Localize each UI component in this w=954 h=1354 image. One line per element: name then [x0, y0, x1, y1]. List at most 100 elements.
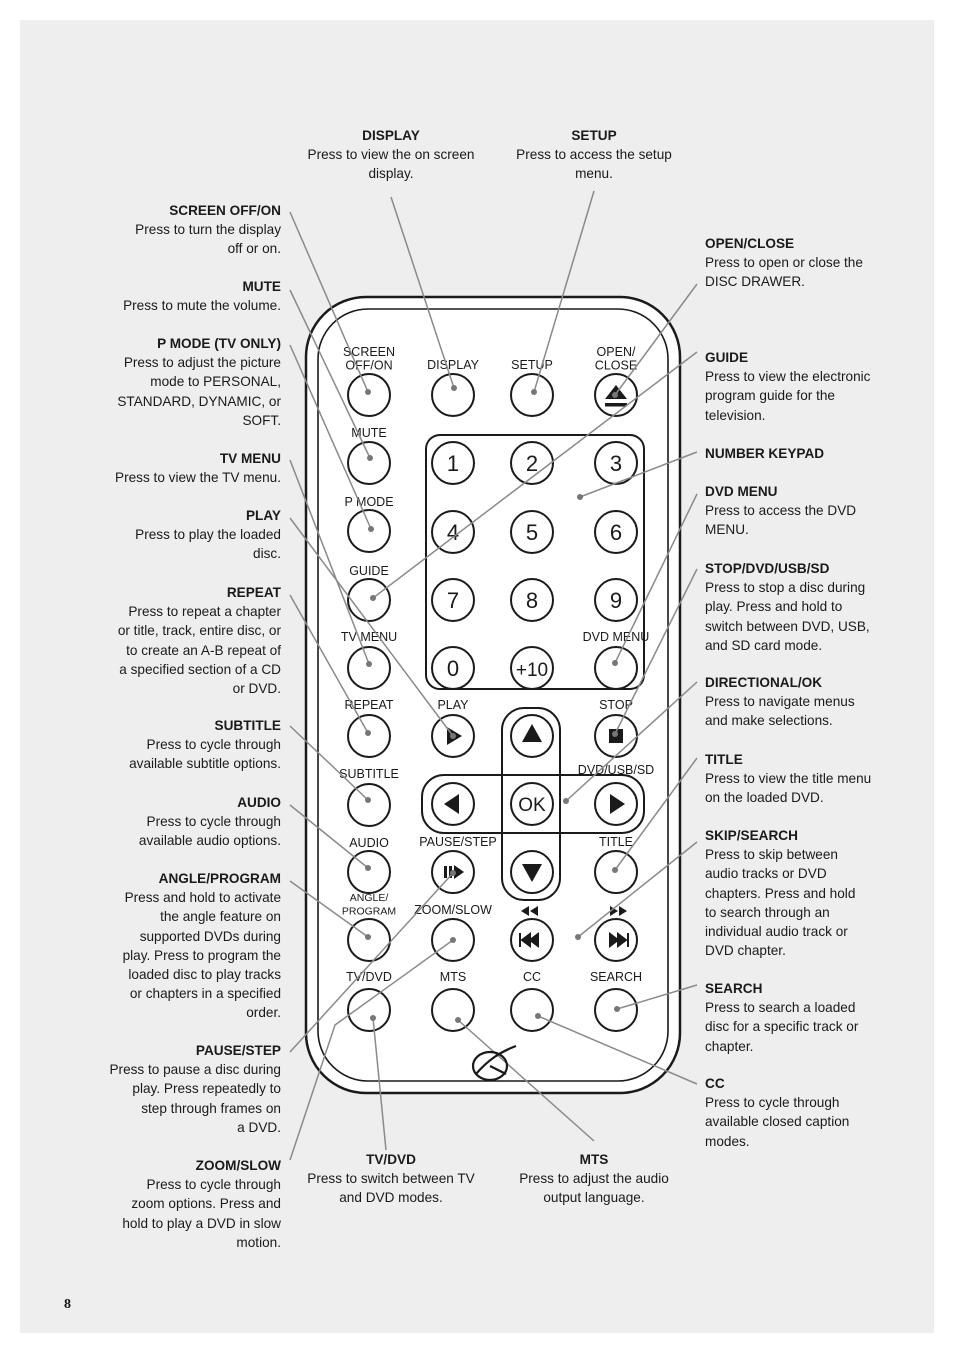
repeat-button[interactable] — [347, 714, 391, 758]
keypad-2-button[interactable] — [510, 441, 554, 485]
callout-keypad: NUMBER KEYPAD — [705, 444, 905, 463]
audio-button[interactable] — [347, 850, 391, 894]
leader-dot-cc — [535, 1013, 541, 1019]
setup-button[interactable] — [510, 373, 554, 417]
guide-button[interactable] — [347, 578, 391, 622]
cc-label: CC — [523, 970, 541, 984]
callout-title: PAUSE/STEP — [195, 1043, 281, 1058]
keypad-digit: 6 — [610, 520, 622, 545]
keypad-9-button[interactable] — [594, 578, 638, 622]
skip-forward-icon — [609, 932, 629, 948]
leader-line-title — [614, 757, 698, 871]
keypad-6-button[interactable] — [594, 510, 638, 554]
leader-dot-pmode — [368, 526, 374, 532]
callout-tvmenu: TV MENU Press to view the TV menu. — [81, 449, 281, 487]
leader-dot-setup — [531, 389, 537, 395]
callout-desc: Press to skip between audio tracks or DV… — [705, 847, 856, 959]
leader-dot-title — [612, 867, 618, 873]
leader-dot-play — [450, 733, 456, 739]
leader-dot-guide — [370, 595, 376, 601]
leader-line-guide — [372, 351, 698, 599]
setup-label: SETUP — [511, 358, 553, 372]
callout-desc: Press to view the TV menu. — [115, 470, 281, 486]
callout-desc: Press to access the DVD MENU. — [705, 503, 857, 538]
leader-dot-stop — [612, 731, 618, 737]
leader-dot-pausestep — [450, 870, 456, 876]
leader-line-dvdmenu — [614, 493, 698, 664]
leader-line-keypad — [579, 451, 698, 498]
callout-desc: Press to adjust the picture mode to PERS… — [117, 355, 281, 428]
callout-desc: Press to view the electronic program gui… — [705, 369, 871, 423]
leader-line-subtitle — [289, 725, 369, 801]
keypad-digit: 5 — [526, 520, 538, 545]
down-arrow-icon — [522, 864, 542, 882]
mute-label: MUTE — [351, 426, 386, 440]
angle-button[interactable] — [347, 918, 391, 962]
callout-pausestep: PAUSE/STEP Press to pause a disc during p… — [81, 1041, 281, 1137]
tvmenu-button[interactable] — [347, 646, 391, 690]
callout-title: SETUP — [571, 128, 617, 143]
skip-back-icon — [519, 932, 539, 948]
callout-desc: Press to view the on screen display. — [307, 147, 475, 182]
callout-desc: Press to pause a disc during play. Press… — [109, 1062, 281, 1135]
leader-line-mute — [289, 289, 371, 459]
leader-line-repeat — [289, 594, 369, 734]
callout-title: TV MENU — [219, 451, 281, 466]
dvd-menu-button[interactable] — [594, 646, 638, 690]
up-arrow-icon — [522, 724, 542, 742]
callout-desc: Press to navigate menus and make selecti… — [705, 694, 855, 729]
keypad-5-button[interactable] — [510, 510, 554, 554]
callout-desc: Press to switch between TV and DVD modes… — [307, 1171, 475, 1206]
callout-title: P MODE (TV ONLY) — [157, 336, 281, 351]
keypad-digit: +10 — [516, 660, 548, 681]
leader-line-stop — [614, 568, 698, 735]
keypad-7-button[interactable] — [431, 578, 475, 622]
tvmenu-label: TV MENU — [341, 630, 397, 644]
keypad-3-button[interactable] — [594, 441, 638, 485]
keypad-4-button[interactable] — [431, 510, 475, 554]
keypad-1-button[interactable] — [431, 441, 475, 485]
guide-label: GUIDE — [349, 564, 389, 578]
leader-dot-screen — [365, 389, 371, 395]
leader-line-pmode — [289, 344, 372, 530]
leader-dot-display — [451, 385, 457, 391]
leader-line-search — [616, 984, 698, 1010]
rewind-icon — [521, 906, 538, 916]
leader-dot-tvdvd — [370, 1015, 376, 1021]
keypad-8-button[interactable] — [510, 578, 554, 622]
tvdvd-button[interactable] — [347, 988, 391, 1032]
callout-title: TITLE — [705, 752, 743, 767]
cc-button[interactable] — [510, 988, 554, 1032]
keypad-digit: 2 — [526, 451, 538, 476]
title-label: TITLE — [599, 835, 633, 849]
leader-line-setup — [533, 190, 595, 393]
leader-line-tvmenu — [289, 459, 370, 665]
subtitle-button[interactable] — [347, 783, 391, 827]
callout-title: ZOOM/SLOW — [195, 1158, 281, 1173]
callout-desc: Press to cycle through available audio o… — [138, 814, 281, 849]
leader-dot-dirok — [563, 798, 569, 804]
keypad-digit: 9 — [610, 588, 622, 613]
callout-desc: Press to play the loaded disc. — [135, 527, 281, 562]
keypad-0-button[interactable] — [431, 646, 475, 690]
gpx-logo — [471, 1044, 517, 1082]
callout-desc: Press to stop a disc during play. Press … — [705, 580, 870, 653]
screen-button[interactable] — [347, 373, 391, 417]
page-number: 8 — [64, 1297, 71, 1312]
mute-button[interactable] — [347, 441, 391, 485]
leader-dot-tvmenu — [366, 661, 372, 667]
nav-vertical-frame — [501, 707, 561, 901]
eject-icon — [605, 385, 627, 399]
display-button[interactable] — [431, 373, 475, 417]
callout-desc: Press to cycle through available subtitl… — [129, 737, 281, 772]
leader-dot-zoom — [450, 937, 456, 943]
mts-button[interactable] — [431, 988, 475, 1032]
leader-line-openclose — [614, 283, 698, 396]
keypad-plus10-button[interactable] — [510, 646, 554, 690]
ok-button[interactable] — [510, 782, 554, 826]
